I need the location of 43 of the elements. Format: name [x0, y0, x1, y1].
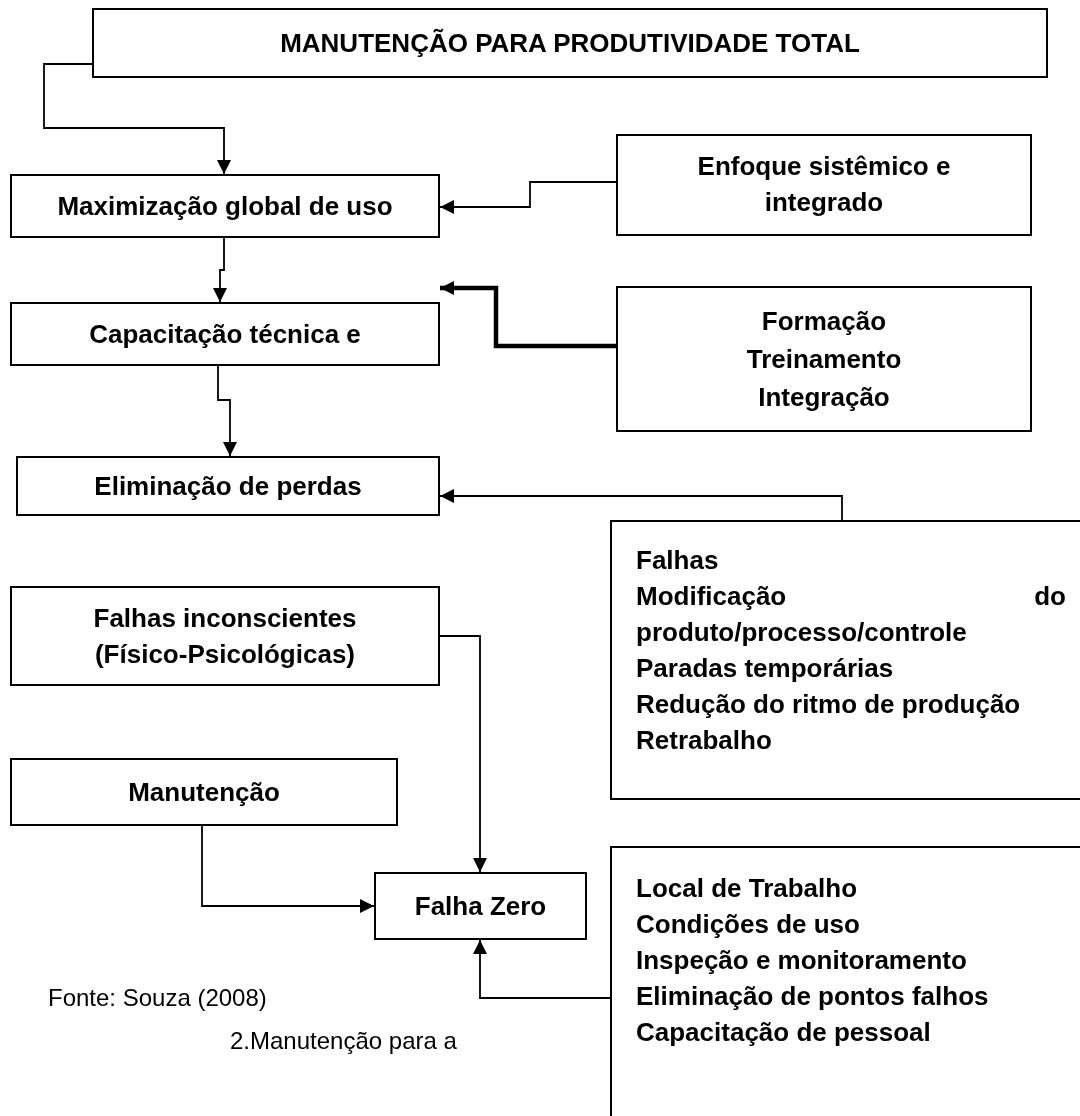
node-label: Falha Zero [414, 890, 547, 923]
title-box [92, 8, 1048, 78]
process-box [10, 174, 440, 238]
node-label: Falhas inconscientes (Físico-Psicológicas) [92, 602, 358, 671]
node-label: Enfoque sistêmico e integrado [696, 150, 952, 219]
process-box [10, 586, 440, 686]
list-item: Treinamento [746, 343, 902, 376]
process-box [616, 286, 1032, 432]
caption-text: 2.Manutenção para a [230, 1027, 457, 1055]
list-item: Condições de uso [636, 908, 861, 941]
node-label: Capacitação técnica e [89, 318, 361, 351]
process-box [10, 302, 440, 366]
list-item: Capacitação de pessoal [636, 1016, 932, 1049]
node-label: MANUTENÇÃO PARA PRODUTIVIDADE TOTAL [280, 27, 860, 60]
list-item: Modificação do produto/processo/controle [636, 580, 1066, 649]
arrow [439, 489, 843, 521]
arrow [201, 825, 375, 913]
process-box [16, 456, 440, 516]
list-box [610, 520, 1080, 800]
node-label: Maximização global de uso [57, 190, 393, 223]
list-item: Paradas temporárias [636, 652, 895, 685]
arrow [473, 939, 611, 999]
process-box [616, 134, 1032, 236]
list-item: Integração [758, 381, 890, 414]
process-box [374, 872, 587, 940]
arrow [440, 281, 616, 349]
arrow [439, 635, 487, 873]
list-item: Retrabalho [636, 724, 773, 757]
list-item: Formação [761, 305, 887, 338]
source-note: Fonte: Souza (2008) [48, 984, 267, 1012]
arrow [439, 181, 617, 214]
list-box [610, 846, 1080, 1116]
node-label: Manutenção [128, 776, 280, 809]
list-item: Local de Trabalho [636, 872, 859, 905]
arrow [213, 237, 227, 303]
process-box [10, 758, 398, 826]
list-item: Falhas [636, 544, 720, 577]
arrow [43, 63, 231, 175]
list-item: Redução do ritmo de produção [636, 688, 1022, 721]
arrow [217, 365, 237, 457]
list-item: Eliminação de pontos falhos [636, 980, 990, 1013]
node-label: Eliminação de perdas [94, 470, 362, 503]
list-item: Inspeção e monitoramento [636, 944, 968, 977]
